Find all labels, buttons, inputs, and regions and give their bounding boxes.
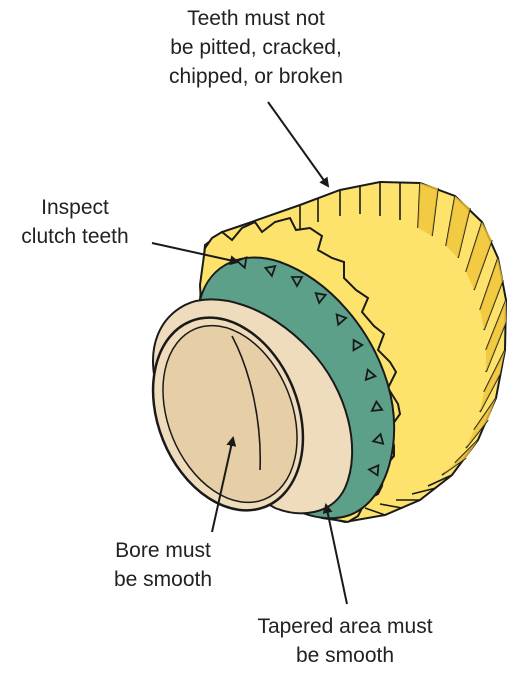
label-teeth: Teeth must not be pitted, cracked, chipp… xyxy=(126,4,386,91)
label-teeth-line-2: be pitted, cracked, xyxy=(126,33,386,62)
label-bore-line-1: Bore must xyxy=(88,536,238,565)
label-tapered: Tapered area must be smooth xyxy=(235,612,455,670)
label-clutch-line-1: Inspect xyxy=(5,193,145,222)
label-tapered-line-1: Tapered area must xyxy=(235,612,455,641)
teeth-arrow xyxy=(268,102,328,186)
label-teeth-line-3: chipped, or broken xyxy=(126,62,386,91)
label-teeth-line-1: Teeth must not xyxy=(126,4,386,33)
label-tapered-line-2: be smooth xyxy=(235,641,455,670)
label-clutch-line-2: clutch teeth xyxy=(5,222,145,251)
label-bore-line-2: be smooth xyxy=(88,565,238,594)
label-bore: Bore must be smooth xyxy=(88,536,238,594)
label-clutch: Inspect clutch teeth xyxy=(5,193,145,251)
